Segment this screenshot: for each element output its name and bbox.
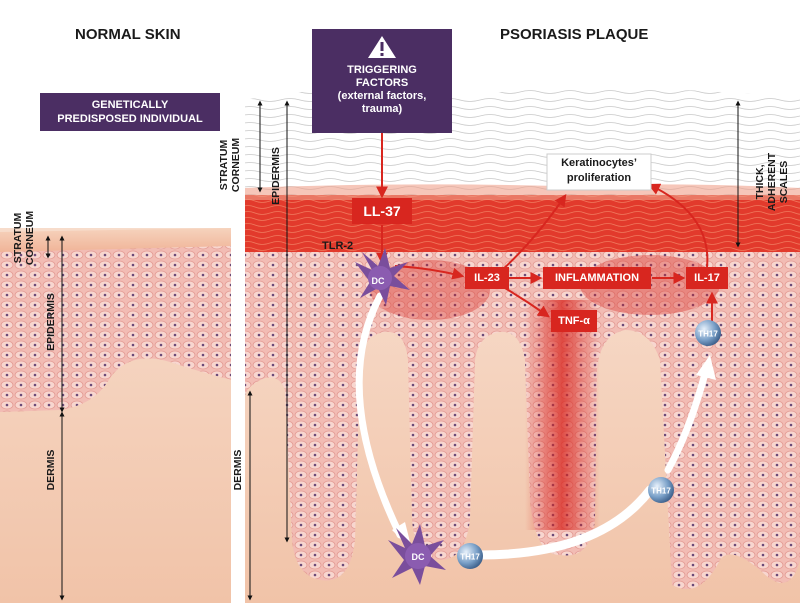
psoriasis-dermis-label: DERMIS bbox=[232, 449, 244, 491]
dendritic-cell-upper bbox=[355, 248, 410, 305]
th17-cell-1 bbox=[457, 543, 483, 569]
psoriasis-epidermis-label: EPIDERMIS bbox=[270, 147, 282, 205]
normal-skin-title: NORMAL SKIN bbox=[75, 26, 181, 43]
il17-label: IL-17 bbox=[694, 272, 720, 284]
il23-box: IL-23 bbox=[465, 267, 509, 289]
ll37-label: LL-37 bbox=[363, 203, 401, 219]
proliferation-line-2: proliferation bbox=[566, 172, 632, 184]
dc-label-upper: DC bbox=[371, 276, 385, 286]
th17-cell-2 bbox=[648, 477, 674, 503]
dendritic-cell-lower bbox=[388, 524, 446, 585]
inflammation-label: INFLAMMATION bbox=[554, 272, 640, 284]
tnf-label: TNF-α bbox=[558, 315, 590, 327]
th17-label-2: TH17 bbox=[651, 486, 671, 496]
normal-stratum-corneum-label: STRATUM CORNEUM bbox=[12, 208, 36, 268]
normal-dermis-label: DERMIS bbox=[45, 449, 57, 491]
scales-line-2: ADHERENT bbox=[766, 152, 778, 212]
normal-stratum-line-2: CORNEUM bbox=[24, 210, 36, 266]
proliferation-box bbox=[546, 153, 652, 191]
psoriasis-stratum-line-2: CORNEUM bbox=[230, 137, 242, 193]
th17-label-3: TH17 bbox=[698, 329, 718, 339]
psoriasis-stratum-corneum-label: STRATUM CORNEUM bbox=[218, 130, 242, 200]
predisposed-box: GENETICALLY PREDISPOSED INDIVIDUAL bbox=[40, 93, 220, 131]
psoriasis-panel bbox=[245, 88, 800, 603]
psoriasis-layer-brackets bbox=[247, 100, 741, 601]
scales-line-1: THICK, bbox=[754, 164, 766, 200]
normal-layer-brackets bbox=[45, 235, 65, 601]
normal-stratum-line-1: STRATUM bbox=[12, 212, 24, 264]
trigger-line-4: trauma) bbox=[361, 103, 403, 115]
trigger-line-2: FACTORS bbox=[355, 77, 409, 89]
scales-line-3: SCALES bbox=[778, 160, 790, 204]
proliferation-text: Keratinocytes’ proliferation bbox=[547, 156, 651, 186]
psoriasis-stratum-line-1: STRATUM bbox=[218, 139, 230, 191]
normal-skin-panel bbox=[0, 228, 233, 603]
th17-cell-3 bbox=[695, 320, 721, 346]
signaling-arrows bbox=[376, 133, 718, 330]
proliferation-line-1: Keratinocytes’ bbox=[561, 157, 637, 169]
ll37-box: LL-37 bbox=[352, 198, 412, 224]
trigger-line-1: TRIGGERING bbox=[347, 64, 417, 76]
tlr2-label: TLR-2 bbox=[322, 240, 354, 252]
th17-label-1: TH17 bbox=[460, 552, 480, 562]
warning-icon bbox=[368, 36, 396, 58]
predisposed-label: GENETICALLY PREDISPOSED INDIVIDUAL bbox=[57, 99, 203, 125]
inflammation-box: INFLAMMATION bbox=[543, 267, 651, 289]
psoriasis-title: PSORIASIS PLAQUE bbox=[500, 26, 649, 43]
trigger-line-3: (external factors, bbox=[337, 90, 427, 102]
trigger-text: TRIGGERING FACTORS (external factors, tr… bbox=[312, 64, 452, 116]
dc-label-lower: DC bbox=[411, 552, 425, 562]
il17-box: IL-17 bbox=[686, 267, 728, 289]
scales-label: THICK, ADHERENT SCALES bbox=[754, 132, 790, 232]
tnf-box: TNF-α bbox=[551, 310, 597, 332]
il23-label: IL-23 bbox=[474, 272, 500, 284]
normal-epidermis-label: EPIDERMIS bbox=[45, 293, 57, 351]
